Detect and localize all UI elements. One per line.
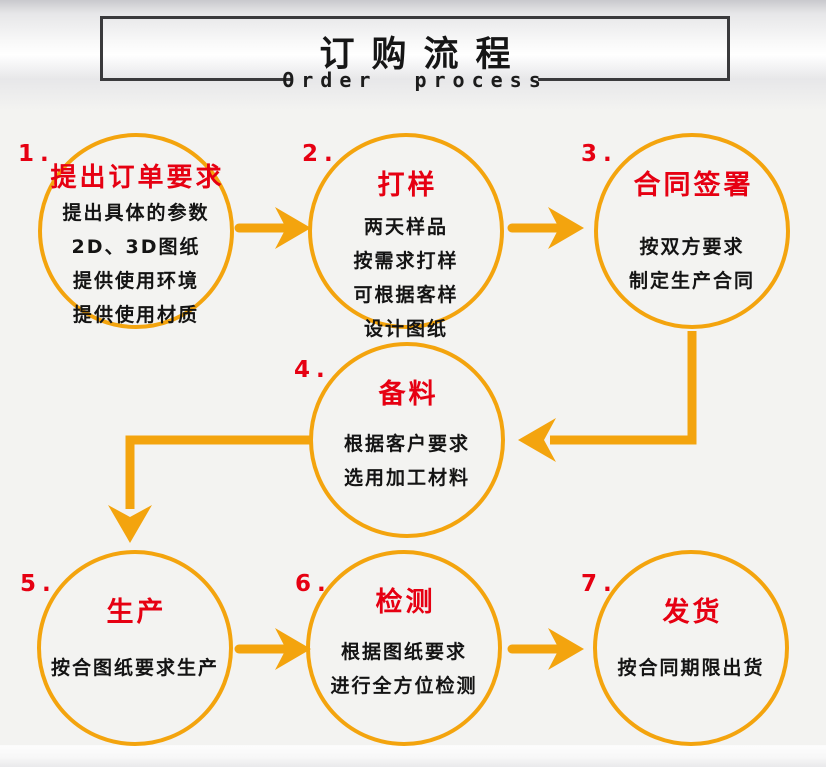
step-title: 备料 [378, 379, 439, 410]
step-number-7: 7. [581, 571, 618, 597]
step-number-3: 3. [581, 141, 618, 167]
step-line: 可根据客样 [353, 284, 459, 306]
step-circle-shipping: 发货 按合同期限出货 [593, 550, 789, 746]
page-subtitle: Order process [282, 68, 548, 92]
arrow-right-icon [507, 628, 584, 670]
title-box: 订购流程 Order process [100, 16, 730, 92]
step-title: 合同签署 [633, 170, 754, 201]
step-number-1: 1. [18, 141, 55, 167]
step-line: 根据客户要求 [343, 433, 470, 455]
title-underline-left [100, 78, 292, 81]
step-circle-sampling: 打样 两天样品 按需求打样 可根据客样 设计图纸 [308, 133, 504, 340]
arrow-right-icon [234, 628, 311, 670]
step-line: 按需求打样 [353, 250, 459, 272]
step-circle-production: 生产 按合图纸要求生产 [37, 550, 233, 746]
step-line: 按合图纸要求生产 [50, 657, 219, 679]
step-number-5: 5. [20, 571, 57, 597]
step-line: 按双方要求 [639, 236, 745, 258]
page-title: 订购流程 [319, 34, 528, 75]
step-title: 发货 [662, 597, 723, 628]
step-circle-order-request: 提出订单要求 提出具体的参数 2D、3D图纸 提供使用环境 提供使用材质 [38, 133, 234, 329]
arrow-right-icon [507, 207, 584, 249]
step-title: 生产 [106, 597, 167, 628]
step-line: 制定生产合同 [628, 270, 755, 292]
step-line: 提供使用环境 [72, 270, 199, 292]
step-title: 打样 [377, 170, 438, 201]
step-circle-contract: 合同签署 按双方要求 制定生产合同 [594, 133, 790, 329]
arrow-elbow-down-icon [108, 435, 310, 543]
step-line: 进行全方位检测 [330, 675, 478, 697]
step-line: 设计图纸 [363, 318, 448, 340]
arrow-elbow-left-icon [518, 331, 697, 462]
step-line: 按合同期限出货 [617, 657, 765, 679]
arrow-right-icon [234, 207, 311, 249]
step-circle-material-prep: 备料 根据客户要求 选用加工材料 [309, 342, 505, 538]
step-line: 2D、3D图纸 [71, 236, 201, 258]
section-divider [0, 745, 826, 767]
step-line: 根据图纸要求 [340, 641, 467, 663]
step-number-2: 2. [302, 141, 339, 167]
step-line: 两天样品 [363, 216, 448, 238]
step-number-4: 4. [294, 357, 331, 383]
title-underline-right [538, 78, 730, 81]
step-line: 提出具体的参数 [62, 202, 210, 224]
step-circle-inspection: 检测 根据图纸要求 进行全方位检测 [306, 550, 502, 746]
step-number-6: 6. [295, 571, 332, 597]
step-line: 提供使用材质 [72, 304, 199, 326]
step-line: 选用加工材料 [343, 467, 470, 489]
step-title: 检测 [375, 587, 436, 618]
step-title: 提出订单要求 [50, 163, 225, 193]
